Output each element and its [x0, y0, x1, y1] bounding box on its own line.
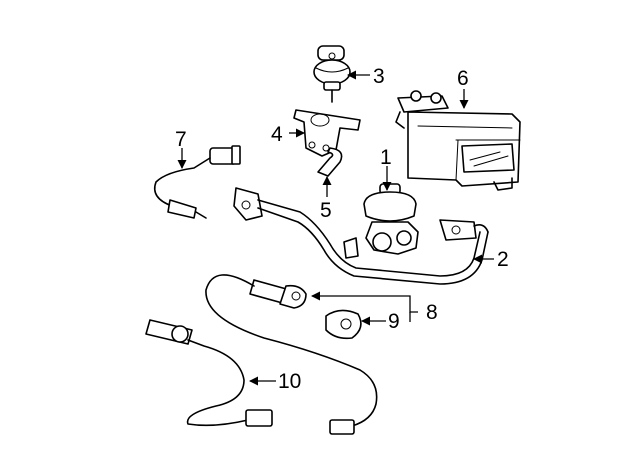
callout-3: 3 [373, 65, 385, 88]
charcoal-canister-part [395, 90, 521, 191]
callout-7: 7 [175, 128, 187, 151]
callout-6: 6 [457, 67, 469, 90]
vacuum-modulator-part [313, 45, 351, 103]
callout-5: 5 [320, 199, 332, 222]
callout-2: 2 [497, 248, 509, 271]
callout-1: 1 [380, 146, 392, 169]
leader-8 [311, 291, 418, 313]
callout-9: 9 [388, 310, 400, 333]
callout-8: 8 [426, 301, 438, 324]
oxygen-sensor-part [153, 145, 241, 219]
callout-4: 4 [271, 123, 283, 146]
lower-oxygen-sensor-part [145, 319, 273, 427]
egr-valve-part [363, 183, 419, 255]
egr-pipe-part [233, 187, 489, 285]
gasket-part [325, 309, 362, 340]
sensor-part [205, 274, 378, 435]
callout-10: 10 [278, 370, 301, 393]
hose-part [317, 147, 343, 177]
